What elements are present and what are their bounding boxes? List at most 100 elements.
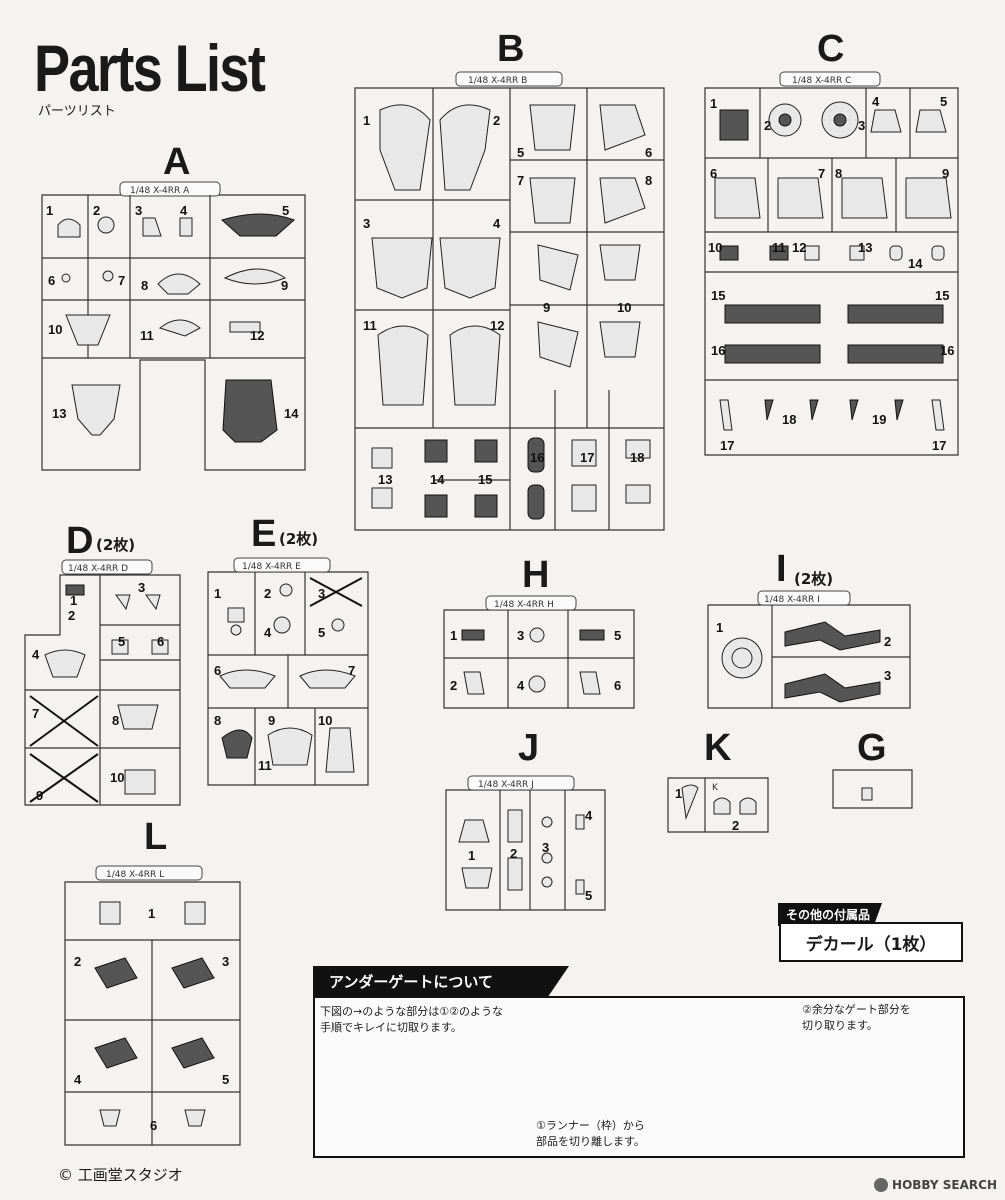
page-subtitle: パーツリスト — [38, 104, 116, 119]
svg-text:8: 8 — [214, 713, 221, 728]
sprue-g-letter: G — [857, 727, 887, 769]
undergate-frame — [313, 996, 965, 1158]
svg-text:6: 6 — [157, 634, 164, 649]
svg-text:15: 15 — [711, 288, 725, 303]
watermark: HOBBY SEARCH — [874, 1178, 997, 1192]
sprue-h-tab: 1/48 X-4RR H — [494, 600, 554, 610]
svg-text:6: 6 — [214, 663, 221, 678]
svg-text:5: 5 — [222, 1072, 229, 1087]
sprue-e-count: (2枚) — [279, 530, 319, 548]
svg-text:6: 6 — [150, 1118, 157, 1133]
svg-text:8: 8 — [141, 278, 148, 293]
svg-text:1: 1 — [716, 620, 723, 635]
svg-text:12: 12 — [250, 328, 264, 343]
sprue-k-letter: K — [704, 727, 732, 769]
sprue-i-count: (2枚) — [794, 570, 834, 588]
svg-text:4: 4 — [180, 203, 188, 218]
sprue-j-letter: J — [518, 727, 540, 769]
svg-text:9: 9 — [543, 300, 550, 315]
sprue-b: 1/48 X-4RR B — [354, 71, 665, 531]
svg-text:11: 11 — [140, 328, 154, 343]
svg-text:2: 2 — [493, 113, 500, 128]
svg-text:7: 7 — [118, 273, 125, 288]
svg-text:10: 10 — [617, 300, 631, 315]
svg-text:5: 5 — [517, 145, 524, 160]
hobbysearch-logo-icon — [874, 1178, 889, 1192]
undergate-intro-line2: 手順でキレイに切取ります。 — [320, 1021, 462, 1034]
sprue-b-letter: B — [497, 28, 525, 70]
svg-text:8: 8 — [835, 166, 842, 181]
svg-text:12: 12 — [792, 240, 806, 255]
svg-text:5: 5 — [940, 94, 947, 109]
sprue-l-tab: 1/48 X-4RR L — [106, 870, 164, 880]
svg-text:15: 15 — [935, 288, 949, 303]
svg-text:3: 3 — [517, 628, 524, 643]
sprue-e-letter: E — [251, 513, 277, 555]
sprue-e-tab: 1/48 X-4RR E — [242, 562, 301, 572]
svg-text:17: 17 — [580, 450, 594, 465]
sprue-a-tab: 1/48 X-4RR A — [130, 186, 190, 196]
svg-text:7: 7 — [818, 166, 825, 181]
svg-text:10: 10 — [110, 770, 124, 785]
sprue-d-letter: D — [66, 520, 94, 562]
svg-text:3: 3 — [138, 580, 145, 595]
sprue-i: 1/48 X-4RR I 12 3 — [707, 590, 911, 709]
svg-text:1: 1 — [70, 593, 77, 608]
sprue-d-count: (2枚) — [96, 536, 136, 554]
svg-text:9: 9 — [36, 788, 43, 803]
svg-text:13: 13 — [52, 406, 66, 421]
svg-text:3: 3 — [222, 954, 229, 969]
svg-text:5: 5 — [318, 625, 325, 640]
svg-text:14: 14 — [284, 406, 299, 421]
svg-text:6: 6 — [645, 145, 652, 160]
svg-text:11: 11 — [772, 240, 786, 255]
svg-text:2: 2 — [74, 954, 81, 969]
svg-text:9: 9 — [268, 713, 275, 728]
svg-text:2: 2 — [450, 678, 457, 693]
svg-text:1: 1 — [46, 203, 53, 218]
sprue-g — [832, 769, 913, 809]
svg-text:11: 11 — [363, 318, 377, 333]
svg-text:17: 17 — [932, 438, 946, 453]
sprue-k-tab: K — [712, 783, 719, 793]
svg-text:4: 4 — [585, 808, 593, 823]
svg-text:3: 3 — [858, 118, 865, 133]
undergate-step2-line1: ②余分なゲート部分を — [802, 1003, 911, 1016]
svg-text:9: 9 — [281, 278, 288, 293]
sprue-i-tab: 1/48 X-4RR I — [764, 595, 820, 605]
svg-text:4: 4 — [872, 94, 880, 109]
sprue-d-tab: 1/48 X-4RR D — [68, 564, 128, 574]
svg-text:16: 16 — [711, 343, 725, 358]
sprue-c-letter: C — [817, 28, 845, 70]
sprue-h-letter: H — [522, 554, 550, 596]
svg-text:2: 2 — [510, 846, 517, 861]
sprue-a-letter: A — [163, 141, 191, 183]
svg-text:8: 8 — [112, 713, 119, 728]
undergate-intro-line1: 下図の→のような部分は①②のような — [320, 1005, 503, 1018]
watermark-text: HOBBY SEARCH — [892, 1178, 997, 1192]
undergate-step1: ①ランナー（枠）から 部品を切り離します。 — [536, 1118, 645, 1150]
svg-text:15: 15 — [478, 472, 492, 487]
copyright-text: © 工画堂スタジオ — [58, 1166, 183, 1184]
svg-text:18: 18 — [630, 450, 644, 465]
undergate-step2: ②余分なゲート部分を 切り取ります。 — [802, 1002, 911, 1034]
sprue-j-tab: 1/48 X-4RR J — [478, 780, 534, 790]
svg-text:5: 5 — [614, 628, 621, 643]
svg-text:4: 4 — [32, 647, 40, 662]
svg-text:13: 13 — [378, 472, 392, 487]
svg-text:3: 3 — [363, 216, 370, 231]
svg-text:5: 5 — [282, 203, 289, 218]
svg-text:7: 7 — [348, 663, 355, 678]
sprue-l: 1/48 X-4RR L 12 34 56 — [64, 865, 241, 1146]
svg-text:18: 18 — [782, 412, 796, 427]
svg-text:3: 3 — [884, 668, 891, 683]
undergate-step1-line2: 部品を切り離します。 — [536, 1135, 645, 1148]
svg-text:2: 2 — [68, 608, 75, 623]
svg-text:10: 10 — [48, 322, 62, 337]
svg-text:1: 1 — [214, 586, 221, 601]
svg-text:13: 13 — [858, 240, 872, 255]
undergate-title: アンダーゲートについて — [313, 966, 569, 996]
